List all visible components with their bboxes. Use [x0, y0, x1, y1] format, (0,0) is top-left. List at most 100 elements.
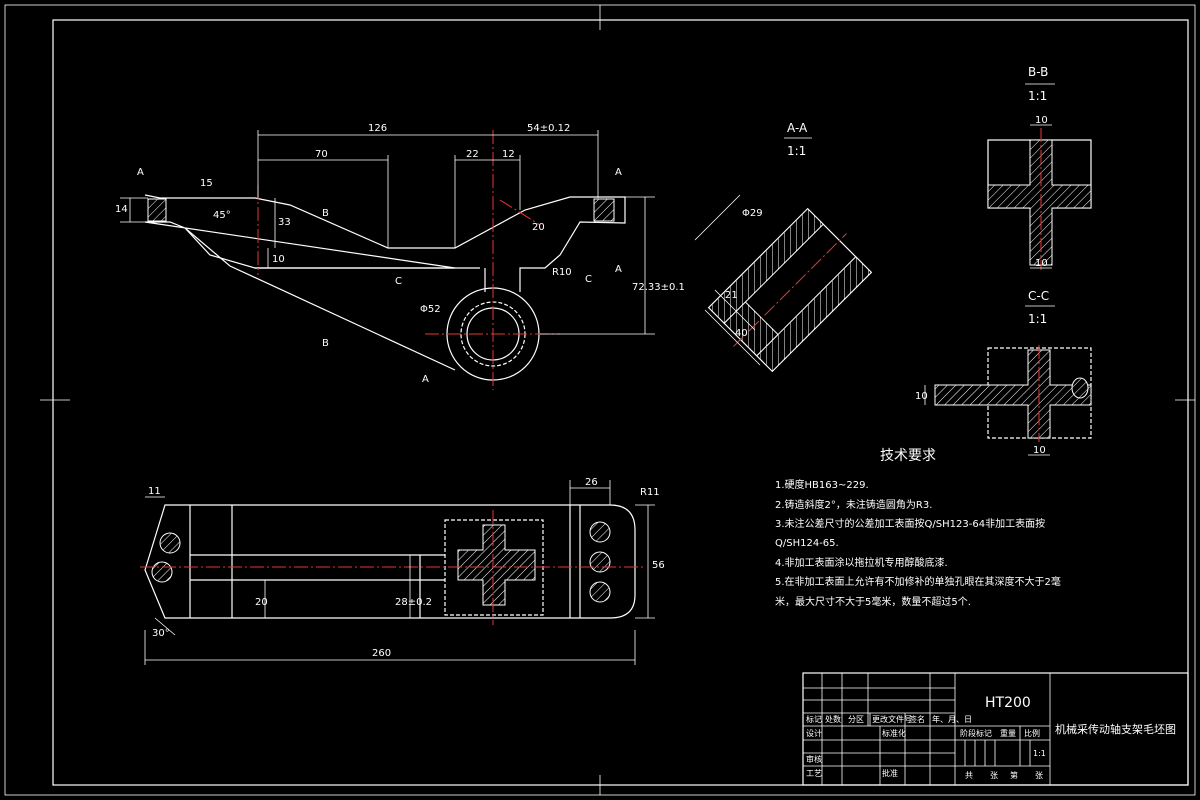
section-cc: C-C 1:1 10 10: [915, 289, 1092, 456]
section-aa-scale: 1:1: [787, 144, 806, 158]
section-aa: A-A 1:1 Φ29 21 40: [694, 121, 873, 373]
section-aa-dim-40: 40: [735, 328, 748, 339]
front-dim-phi52: Φ52: [420, 304, 441, 315]
tb-role-approve: 批准: [882, 768, 898, 778]
tech-req-title: 技术要求: [880, 448, 936, 464]
tech-req-line-5: 4.非加工表面涂以拖拉机专用醇酸底漆.: [775, 556, 948, 569]
top-dim-r11: R11: [640, 487, 660, 498]
tb-scale: 1:1: [1033, 749, 1046, 758]
section-mark-c-right: C: [585, 274, 592, 285]
tb-role-process: 工艺: [806, 769, 822, 778]
title-block: HT200 机械采传动轴支架毛坯图 标记 处数 分区 更改文件号 签名 年、月、…: [802, 672, 1189, 786]
top-dim-260: 260: [372, 648, 391, 659]
tb-header-0: 标记: [806, 714, 822, 724]
section-bb-dim-top: 10: [1035, 115, 1048, 126]
top-hole-right-3: [589, 581, 611, 603]
section-aa-hatch-bottom: [756, 256, 873, 373]
front-dim-14: 14: [115, 204, 128, 215]
top-hole-right-2: [589, 551, 611, 573]
front-dim-72: 72.33±0.1: [632, 282, 685, 293]
top-body-outline: [144, 504, 636, 619]
top-dim-20: 20: [255, 597, 268, 608]
section-aa-dim-lines: [694, 194, 761, 366]
tech-req-line-3: 3.未注公差尺寸的公差加工表面按Q/SH123-64非加工表面按: [775, 517, 1045, 530]
front-dim-r10: R10: [552, 267, 572, 278]
top-dim-26: 26: [585, 477, 598, 488]
section-cc-dim-left: 10: [915, 391, 928, 402]
tech-req-line-4: Q/SH124-65.: [775, 538, 839, 549]
tb-sheets-2: 张: [990, 771, 998, 780]
section-mark-c-left: C: [395, 276, 402, 287]
top-cross: [457, 524, 536, 606]
section-aa-dim-21: 21: [725, 290, 738, 301]
front-left-lug-hatch: [147, 198, 167, 222]
front-view: 126 54±0.12 70 22 12 14 15 45° 33 10 20 …: [115, 123, 685, 390]
tech-req-line-7: 米，最大尺寸不大于5毫米，数量不超过5个.: [775, 595, 971, 608]
top-dim-28: 28±0.2: [395, 597, 432, 608]
top-dim-56: 56: [652, 560, 665, 571]
top-dim-30: 30°: [152, 628, 170, 639]
tech-req-line-2: 2.铸造斜度2°，未注铸造圆角为R3.: [775, 498, 932, 511]
section-bb-scale: 1:1: [1028, 89, 1047, 103]
tb-part-name: 机械采传动轴支架毛坯图: [1055, 722, 1176, 736]
title-block-frame: [802, 672, 1189, 786]
tech-req-line-1: 1.硬度HB163~229.: [775, 478, 869, 491]
section-mark-a-right: A: [615, 167, 622, 178]
section-aa-dim-phi29: Φ29: [742, 208, 763, 219]
front-dim-54: 54±0.12: [527, 123, 570, 134]
top-hole-left-1: [159, 532, 181, 554]
tech-req-line-6: 5.在非加工表面上允许有不加修补的单独孔眼在其深度不大于2毫: [775, 575, 1061, 588]
section-bb-cross: [987, 139, 1092, 266]
tb-header-5: 年、月、日: [932, 714, 972, 724]
section-cc-cross: [934, 349, 1092, 439]
top-hole-left-2: [151, 561, 173, 583]
front-dim-45: 45°: [213, 210, 231, 221]
top-dim-11: 11: [148, 486, 161, 497]
section-mark-b-top: B: [322, 208, 329, 219]
section-cc-title: C-C: [1028, 289, 1049, 303]
section-mark-a-bottom: A: [422, 374, 429, 385]
tb-header-4: 签名: [909, 714, 925, 724]
tb-ratio-header: 比例: [1024, 728, 1040, 738]
front-dim-10: 10: [272, 254, 285, 265]
tb-stage-header: 阶段标记: [960, 728, 992, 738]
section-bb-title: B-B: [1028, 65, 1048, 79]
front-dim-33: 33: [278, 217, 291, 228]
tb-role-standard: 标准化: [882, 728, 906, 738]
top-view: 11 26 R11 56 20 28±0.2 30° 260: [140, 477, 665, 665]
section-aa-hatch-top: [707, 207, 824, 324]
top-dim-lines: [144, 480, 655, 665]
title-block-grid: [803, 673, 1051, 785]
front-dim-126: 126: [368, 123, 387, 134]
front-dim-22: 22: [466, 149, 479, 160]
front-dim-lines: [120, 130, 655, 335]
front-dim-12: 12: [502, 149, 515, 160]
section-cc-scale: 1:1: [1028, 312, 1047, 326]
section-mark-b-bottom: B: [322, 338, 329, 349]
tb-role-design: 设计: [806, 728, 822, 738]
section-cc-dim-lines: [924, 385, 1050, 456]
section-mark-a-mid: A: [615, 264, 622, 275]
tb-weight-header: 重量: [1000, 728, 1016, 738]
front-right-lug-hatch: [593, 198, 615, 222]
tb-header-3: 更改文件号: [872, 714, 912, 724]
technical-requirements: 技术要求 1.硬度HB163~229. 2.铸造斜度2°，未注铸造圆角为R3. …: [775, 448, 1061, 608]
inner-frame: [52, 19, 1189, 786]
section-bb-dim-lines: [1030, 124, 1052, 269]
front-dim-20: 20: [532, 222, 545, 233]
front-dim-15: 15: [200, 178, 213, 189]
front-dim-70: 70: [315, 149, 328, 160]
section-mark-a-left: A: [137, 167, 144, 178]
tb-header-1: 处数: [825, 714, 841, 724]
front-centerline-diag: [499, 199, 541, 226]
section-cc-dim-bottom: 10: [1033, 445, 1046, 456]
section-aa-title: A-A: [787, 121, 808, 135]
tb-header-2: 分区: [848, 715, 864, 724]
tb-role-review: 审核: [806, 754, 822, 764]
tb-sheets-1: 共: [965, 771, 973, 780]
section-cc-hole: [1071, 377, 1089, 399]
front-lower-rib: [184, 227, 486, 371]
section-bb-dim-bottom: 10: [1035, 258, 1048, 269]
tb-sheets-4: 张: [1035, 771, 1043, 780]
